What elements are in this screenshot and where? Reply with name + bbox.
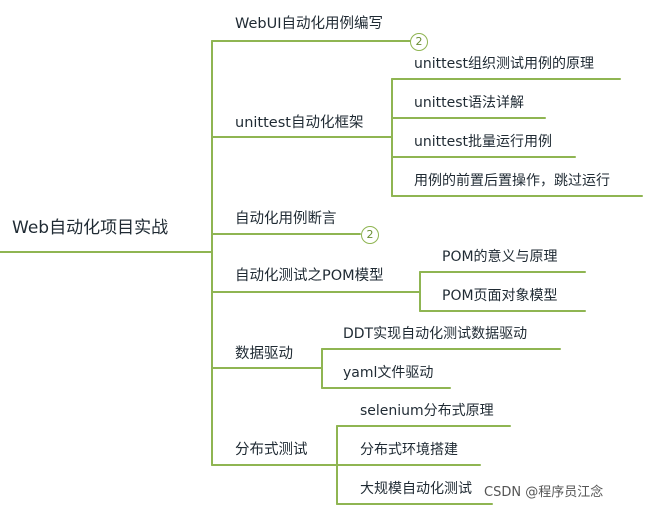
branch-webui-cases[interactable]: WebUI自动化用例编写 xyxy=(235,16,384,32)
root-topic[interactable]: Web自动化项目实战 xyxy=(12,218,169,238)
branch-distributed-testing[interactable]: 分布式测试 xyxy=(235,442,308,458)
leaf-setup-teardown-skip[interactable]: 用例的前置后置操作，跳过运行 xyxy=(414,173,610,189)
leaf-distributed-env[interactable]: 分布式环境搭建 xyxy=(360,442,458,458)
leaf-yaml-driven[interactable]: yaml文件驱动 xyxy=(343,365,434,381)
leaf-pom-page-object[interactable]: POM页面对象模型 xyxy=(442,288,558,304)
branch-data-driven[interactable]: 数据驱动 xyxy=(235,346,293,362)
leaf-ddt[interactable]: DDT实现自动化测试数据驱动 xyxy=(343,326,528,342)
watermark-text: CSDN @程序员江念 xyxy=(484,485,604,500)
leaf-selenium-distributed[interactable]: selenium分布式原理 xyxy=(360,403,494,419)
collapsed-count-badge[interactable]: 2 xyxy=(410,33,428,51)
branch-pom-model[interactable]: 自动化测试之POM模型 xyxy=(235,268,384,284)
branch-unittest-framework[interactable]: unittest自动化框架 xyxy=(235,115,364,131)
leaf-unittest-syntax[interactable]: unittest语法详解 xyxy=(414,95,525,111)
leaf-unittest-batch-run[interactable]: unittest批量运行用例 xyxy=(414,134,553,150)
leaf-pom-meaning[interactable]: POM的意义与原理 xyxy=(442,249,558,265)
collapsed-count-badge[interactable]: 2 xyxy=(361,226,379,244)
leaf-unittest-principle[interactable]: unittest组织测试用例的原理 xyxy=(414,56,595,72)
leaf-large-scale-testing[interactable]: 大规模自动化测试 xyxy=(360,481,472,497)
branch-assertions[interactable]: 自动化用例断言 xyxy=(235,211,337,227)
